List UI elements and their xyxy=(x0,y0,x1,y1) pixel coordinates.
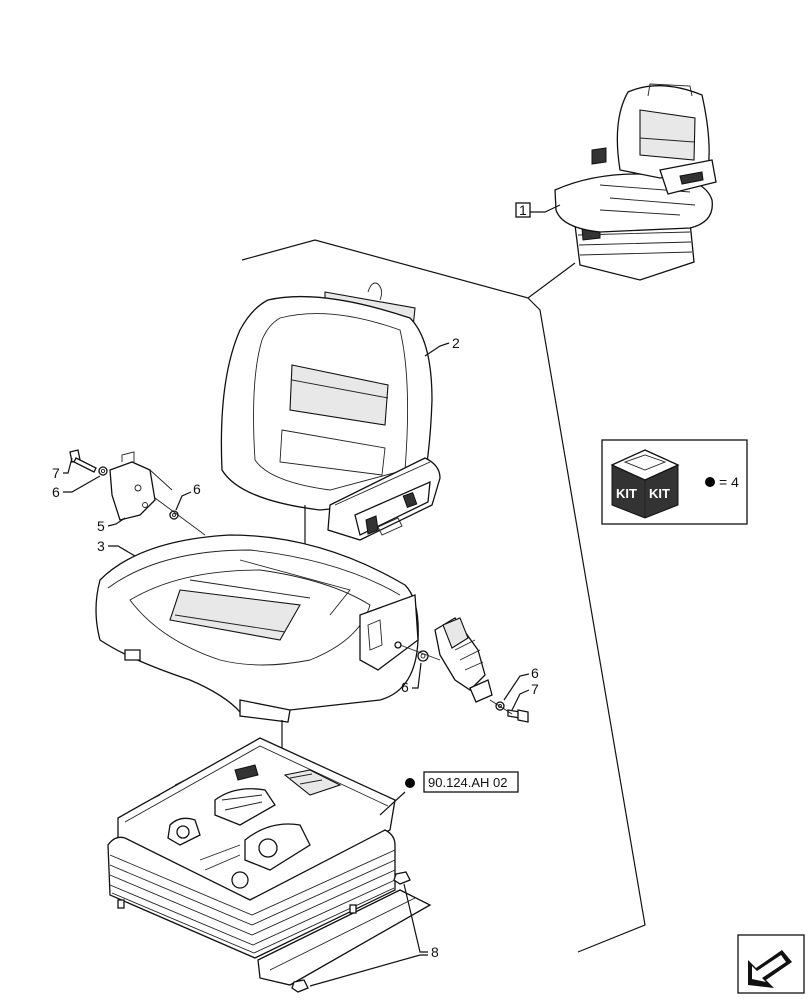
callout-2: 2 xyxy=(452,335,460,351)
reference-label: 90.124.AH 02 xyxy=(428,775,508,790)
kit-quantity: = 4 xyxy=(719,474,739,490)
callout-3: 3 xyxy=(97,538,105,554)
callout-7-right: 7 xyxy=(531,681,539,697)
callout-8: 8 xyxy=(431,944,439,960)
callout-box-1 xyxy=(515,202,531,218)
callout-6-left: 6 xyxy=(52,484,60,500)
callout-6-right-bottom: 6 xyxy=(401,679,409,695)
seat-belt-buckle xyxy=(434,617,493,703)
bullet-dot-icon xyxy=(705,477,715,487)
callout-5: 5 xyxy=(97,518,105,534)
nut-upper xyxy=(393,871,411,885)
bolt-left xyxy=(69,449,108,476)
next-page-arrow-icon[interactable] xyxy=(737,934,805,994)
callout-6-mid: 6 xyxy=(193,481,201,497)
reference-box xyxy=(423,771,519,793)
washer-right-1 xyxy=(417,650,429,662)
kit-label-right: KIT xyxy=(649,486,670,501)
armrest xyxy=(327,457,441,541)
frame-line-top xyxy=(241,239,576,299)
kit-label-left: KIT xyxy=(616,486,637,501)
kit-box: KIT KIT = 4 xyxy=(601,439,748,525)
frame-line-right xyxy=(527,297,646,953)
seat-assembly-thumbnail xyxy=(554,83,717,281)
backrest xyxy=(220,282,433,511)
suspension-base xyxy=(107,737,432,986)
seat-cushion xyxy=(95,534,419,723)
bolt-right xyxy=(507,709,529,723)
nut-lower xyxy=(291,979,309,993)
callout-6-right-top: 6 xyxy=(531,665,539,681)
side-bracket xyxy=(109,451,156,521)
callout-7-left: 7 xyxy=(52,465,60,481)
callout-1: 1 xyxy=(519,202,527,218)
bullet-dot-icon xyxy=(405,778,415,788)
